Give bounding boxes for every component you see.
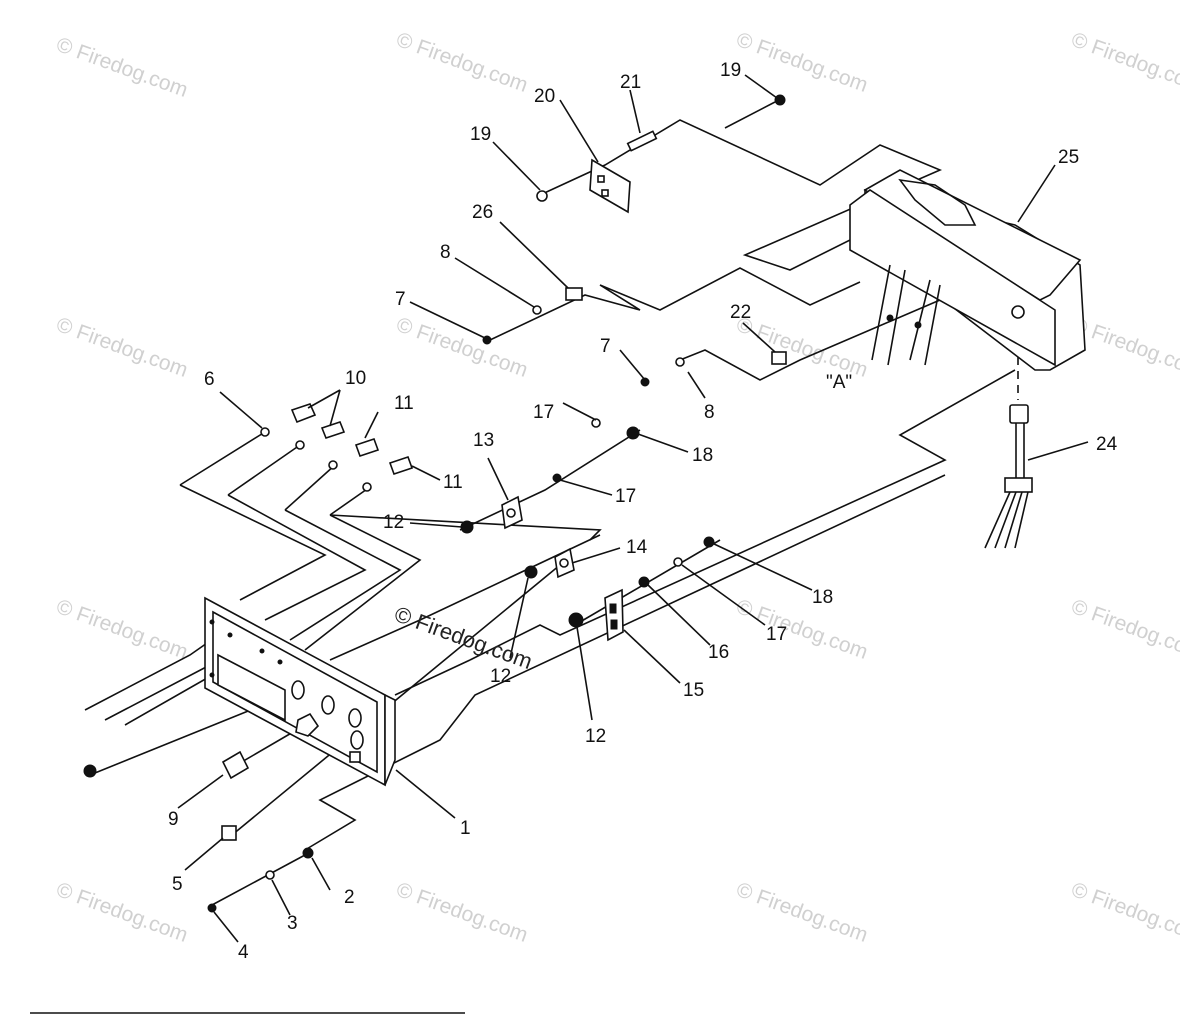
- callout-4: 4: [238, 942, 249, 963]
- nut: [703, 536, 715, 548]
- wire-harness: [984, 404, 1033, 549]
- screw: [640, 377, 650, 387]
- callout-9: 9: [168, 809, 179, 830]
- nut: [83, 764, 97, 778]
- callouts: 21 20 19 19 25 26 8 7 22 7 8 "A" 6 10 11…: [168, 60, 1118, 963]
- outlet-slot: [609, 603, 617, 614]
- callout-7: 7: [395, 289, 406, 310]
- watermark: © Firedog.com: [1068, 878, 1180, 947]
- view-label: "A": [826, 372, 852, 393]
- washer: [265, 870, 275, 880]
- callout-21: 21: [620, 72, 641, 93]
- callout-17: 17: [533, 402, 554, 423]
- washer: [532, 305, 542, 315]
- callout-2: 2: [344, 887, 355, 908]
- callout-18: 18: [812, 587, 833, 608]
- watermark: © Firedog.com: [733, 28, 871, 97]
- washer: [328, 460, 338, 470]
- callout-1: 1: [460, 818, 471, 839]
- circuit-board: [589, 158, 631, 214]
- callout-15: 15: [683, 680, 704, 701]
- callout-13: 13: [473, 430, 494, 451]
- outlet: [604, 588, 624, 642]
- callout-24: 24: [1096, 434, 1118, 455]
- callout-3: 3: [287, 913, 298, 934]
- nut: [552, 473, 562, 483]
- switch: [290, 403, 317, 424]
- cable-clip: [565, 287, 583, 301]
- watermark: © Firedog.com: [733, 878, 871, 947]
- callout-17: 17: [766, 624, 787, 645]
- callout-20: 20: [534, 86, 555, 107]
- washer: [673, 557, 683, 567]
- control-box-housing: [849, 169, 1086, 371]
- receptacle-hole: [559, 558, 569, 568]
- screw: [774, 94, 786, 106]
- lock-nut: [302, 847, 314, 859]
- screw: [536, 190, 548, 202]
- callout-19: 19: [720, 60, 741, 81]
- watermark: © Firedog.com: [733, 595, 871, 664]
- nut: [460, 520, 474, 534]
- washer: [362, 482, 372, 492]
- callout-16: 16: [708, 642, 729, 663]
- washer: [295, 440, 305, 450]
- callout-14: 14: [626, 537, 648, 558]
- callout-7: 7: [600, 336, 611, 357]
- callout-22: 22: [730, 302, 751, 323]
- watermark: © Firedog.com: [393, 28, 531, 97]
- outlet-slot: [610, 619, 618, 630]
- screw: [207, 903, 217, 913]
- callout-8: 8: [440, 242, 451, 263]
- callout-19: 19: [470, 124, 491, 145]
- watermark: © Firedog.com: [1068, 595, 1180, 664]
- switch: [388, 455, 414, 476]
- watermark: © Firedog.com: [393, 878, 531, 947]
- nut: [638, 576, 650, 588]
- callout-5: 5: [172, 874, 183, 895]
- breaker: [221, 750, 250, 780]
- watermark: © Firedog.com: [53, 33, 191, 102]
- callout-8: 8: [704, 402, 715, 423]
- nut: [626, 426, 640, 440]
- receptacle-hole: [506, 508, 516, 518]
- callout-10: 10: [345, 368, 366, 389]
- switch: [320, 421, 346, 439]
- callout-18: 18: [692, 445, 713, 466]
- callout-6: 6: [204, 369, 215, 390]
- cable-clip: [771, 351, 787, 365]
- switch-plug: [221, 825, 237, 841]
- callout-25: 25: [1058, 147, 1079, 168]
- switch: [354, 437, 380, 458]
- nut: [568, 612, 584, 628]
- washer: [675, 357, 685, 367]
- watermark: © Firedog.com: [53, 878, 191, 947]
- control-panel: [204, 596, 396, 787]
- callout-12: 12: [585, 726, 606, 747]
- watermark: © Firedog.com: [53, 595, 191, 664]
- callout-11: 11: [443, 472, 463, 493]
- spacer: [626, 130, 658, 152]
- callout-17: 17: [615, 486, 636, 507]
- nut: [524, 565, 538, 579]
- watermark: © Firedog.com: [1068, 28, 1180, 97]
- callout-26: 26: [472, 202, 493, 223]
- callout-12: 12: [383, 512, 404, 533]
- watermark: © Firedog.com: [393, 313, 531, 382]
- callout-11: 11: [394, 393, 414, 414]
- callout-12: 12: [490, 666, 511, 687]
- washer: [591, 418, 601, 428]
- watermark: © Firedog.com: [53, 313, 191, 382]
- leader-lines: [177, 74, 1089, 943]
- washer: [260, 427, 270, 437]
